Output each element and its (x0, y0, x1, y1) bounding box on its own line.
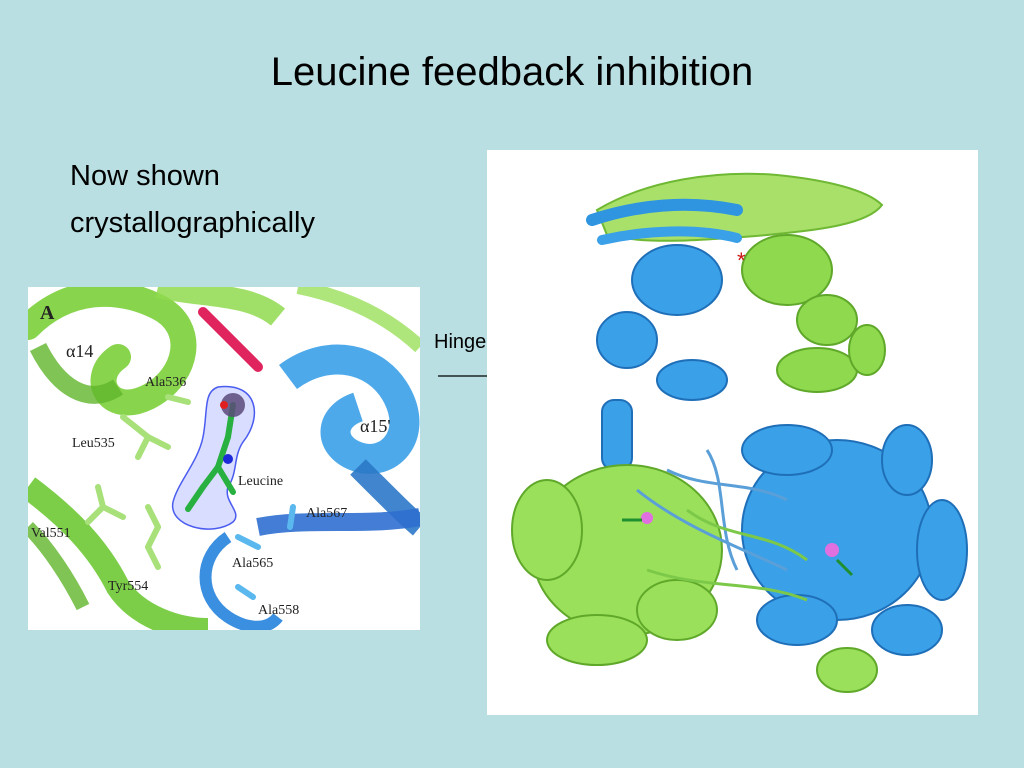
label-leu535: Leu535 (72, 436, 115, 451)
leucine-binding-site-image: A α14 Ala536 Leu535 α15' Leucine Ala567 … (28, 287, 420, 630)
hinge-label: Hinge ? (434, 331, 503, 353)
label-alpha14: α14 (66, 341, 93, 361)
slide-title: Leucine feedback inhibition (270, 50, 754, 94)
label-leucine: Leucine (238, 474, 283, 489)
label-ala565: Ala565 (232, 556, 273, 571)
label-ala558: Ala558 (258, 603, 299, 618)
panel-label: A (40, 302, 55, 324)
label-val551: Val551 (31, 526, 71, 541)
binding-site-illustration: A α14 Ala536 Leu535 α15' Leucine Ala567 … (28, 287, 420, 630)
bullet-text-1: Now shown (70, 160, 220, 192)
protein-structure-image: * (487, 150, 978, 715)
marker-asterisk: * (737, 248, 746, 273)
label-tyr554: Tyr554 (108, 579, 148, 594)
label-alpha15: α15' (360, 416, 391, 436)
label-ala536: Ala536 (145, 375, 186, 390)
label-ala567: Ala567 (306, 506, 347, 521)
protein-structure-illustration: * (511, 172, 968, 693)
bullet-text-2: crystallographically (70, 207, 315, 239)
